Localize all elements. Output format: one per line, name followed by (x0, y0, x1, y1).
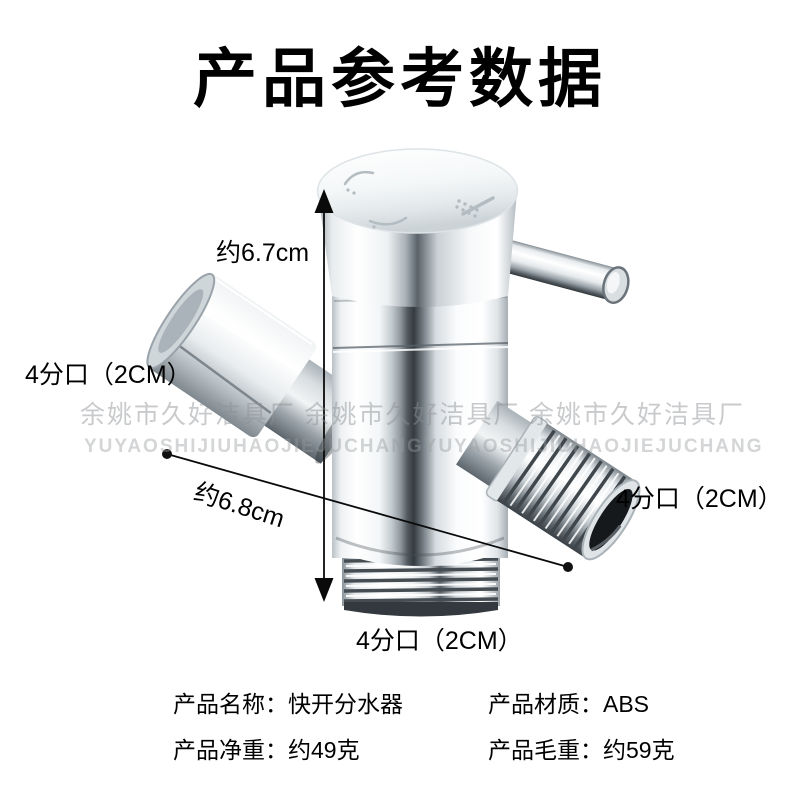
dimension-line-height (314, 189, 334, 602)
valve-cap (316, 148, 519, 307)
spec-label: 产品净重： (173, 737, 288, 763)
spec-value: 约49克 (288, 737, 360, 763)
arrow-down-icon (314, 578, 334, 602)
valve-body (332, 288, 509, 566)
cap-icon-shower-handle (461, 196, 495, 216)
bottom-port-rim (344, 602, 498, 617)
port-left-label: 4分口（2CM） (25, 361, 192, 389)
cap-icon-arc (368, 216, 408, 226)
spec-label: 产品材质： (488, 691, 603, 717)
spec-cell-net-weight: 产品净重：约49克 (173, 737, 488, 764)
cap-icon-spray-arc (343, 170, 375, 186)
valve-illustration (146, 148, 641, 617)
dot-endpoint-icon (162, 449, 172, 459)
spec-value: ABS (603, 691, 650, 717)
spec-cell-gross-weight: 产品毛重：约59克 (488, 737, 675, 764)
dimension-line-width (162, 449, 573, 572)
spec-label: 产品毛重： (488, 737, 603, 763)
right-port-collar (456, 400, 533, 488)
port-bottom-label: 4分口（2CM） (356, 627, 523, 655)
spec-value: 约59克 (603, 737, 675, 763)
cap-icon-shower-dots (455, 199, 479, 218)
valve-handle (497, 239, 630, 304)
cap-engraved-icons (343, 170, 495, 229)
spec-label: 产品名称： (173, 691, 288, 717)
spec-table: 产品名称：快开分水器 产品材质：ABS 产品净重：约49克 产品毛重：约59克 (173, 691, 675, 764)
page-title: 产品参考数据 (193, 43, 607, 115)
dimension-annotations (162, 189, 573, 602)
right-port-opening (589, 488, 633, 551)
height-dimension-label: 约6.7cm (216, 239, 310, 267)
arrow-up-icon (314, 189, 334, 213)
valve-port-right (456, 400, 641, 561)
spec-cell-material: 产品材质：ABS (488, 691, 675, 718)
handle-shaft (498, 239, 620, 301)
body-joint-line (332, 342, 509, 349)
dot-endpoint-icon (563, 562, 573, 572)
spec-cell-name: 产品名称：快开分水器 (173, 691, 488, 718)
port-right-label: 4分口（2CM） (616, 485, 783, 513)
spec-value: 快开分水器 (288, 691, 403, 717)
